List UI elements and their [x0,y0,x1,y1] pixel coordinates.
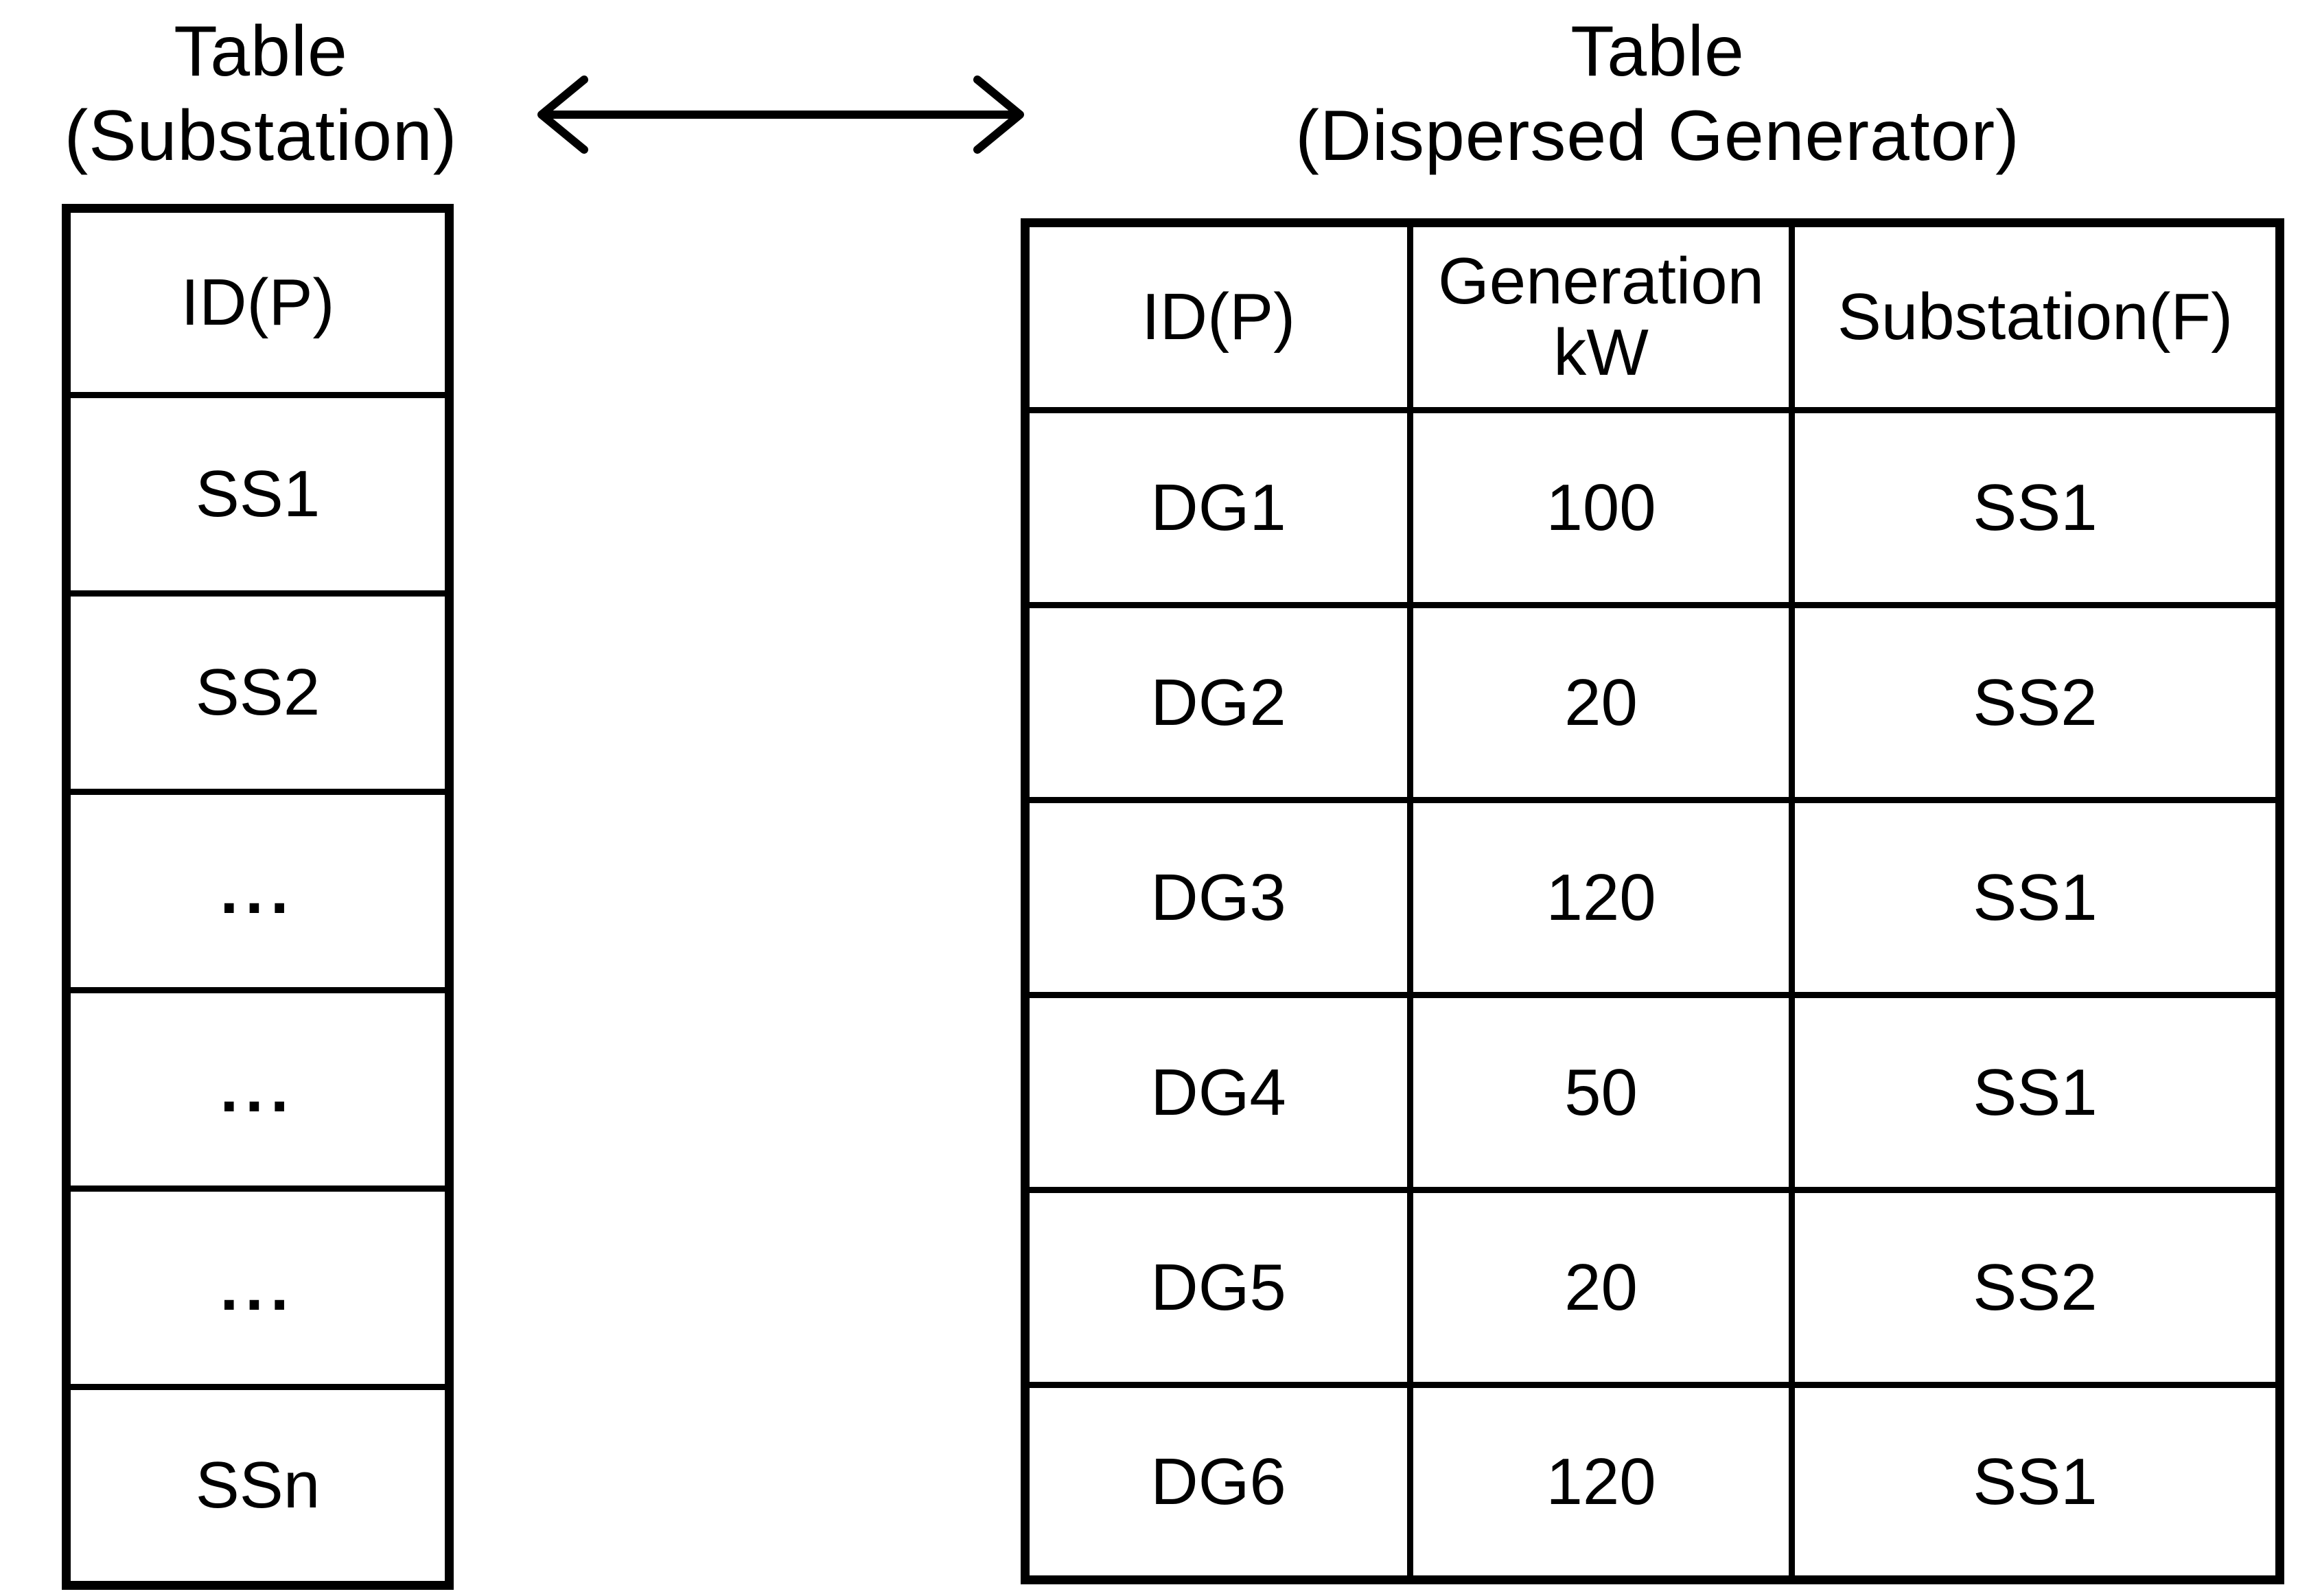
dispersed-generator-table: ID(P) Generation kW Substation(F) DG1 10… [1021,218,2284,1584]
dg-generation-cell: 20 [1407,1187,1795,1388]
double-headed-arrow-icon [537,76,1024,154]
table-row: SS1 [63,392,452,597]
table-row: ... [63,789,452,993]
dispersed-generator-table-title: Table (Dispersed Generator) [1023,10,2293,178]
substation-table-title: Table (Substation) [0,10,522,178]
substation-id-header-cell: ID(P) [63,205,452,398]
table-row: DG1 100 SS1 [1021,407,2284,608]
dg-generation-cell: 100 [1407,407,1795,608]
substation-id-cell: SSn [63,1384,452,1588]
dispersed-generator-table-title-line1: Table [1570,12,1745,91]
dg-generation-cell: 20 [1407,602,1795,803]
table-row: DG2 20 SS2 [1021,602,2284,803]
table-row: SSn [63,1384,452,1588]
dg-generation-header-line2: kW [1553,316,1649,389]
dg-generation-header-cell: Generation kW [1407,220,1795,413]
table-header-row: ID(P) [63,205,452,398]
table-header-row: ID(P) Generation kW Substation(F) [1021,220,2284,413]
dg-substation-cell: SS1 [1788,1382,2284,1583]
dg-id-header-cell: ID(P) [1021,220,1414,413]
substation-id-cell: SS2 [63,590,452,795]
table-row: DG4 50 SS1 [1021,992,2284,1193]
dg-generation-cell: 120 [1407,797,1795,998]
dg-substation-cell: SS2 [1788,1187,2284,1388]
ellipsis-cell: ... [63,1186,452,1390]
dg-substation-cell: SS2 [1788,602,2284,803]
dg-substation-cell: SS1 [1788,992,2284,1193]
substation-table-title-line2: (Substation) [64,95,458,176]
dg-substation-cell: SS1 [1788,797,2284,998]
dg-id-cell: DG1 [1021,407,1414,608]
substation-table: ID(P) SS1 SS2 ... ... ... SSn [62,204,454,1590]
ellipsis-cell: ... [63,789,452,993]
dg-id-cell: DG2 [1021,602,1414,803]
dg-id-cell: DG3 [1021,797,1414,998]
dg-id-cell: DG6 [1021,1382,1414,1583]
table-row: DG3 120 SS1 [1021,797,2284,998]
dg-substation-header-cell: Substation(F) [1788,220,2284,413]
dg-id-cell: DG4 [1021,992,1414,1193]
table-row: ... [63,1186,452,1390]
substation-id-cell: SS1 [63,392,452,597]
dispersed-generator-table-title-line2: (Dispersed Generator) [1295,95,2020,176]
dg-id-cell: DG5 [1021,1187,1414,1388]
dg-generation-header-line1: Generation [1438,244,1765,319]
table-row: DG5 20 SS2 [1021,1187,2284,1388]
dg-generation-cell: 50 [1407,992,1795,1193]
table-row: DG6 120 SS1 [1021,1382,2284,1583]
dg-substation-cell: SS1 [1788,407,2284,608]
ellipsis-cell: ... [63,987,452,1192]
substation-table-title-line1: Table [174,12,348,91]
table-row: ... [63,987,452,1192]
dg-generation-cell: 120 [1407,1382,1795,1583]
table-row: SS2 [63,590,452,795]
